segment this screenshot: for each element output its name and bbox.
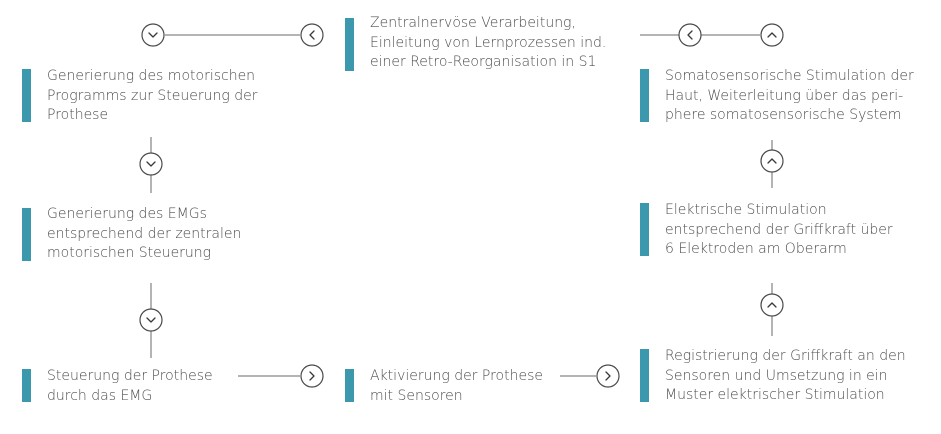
- step-accent-bar: [345, 369, 354, 402]
- chevron-down-icon: [139, 152, 163, 176]
- step-text: Steuerung der Prothese durch das EMG: [47, 368, 213, 404]
- flow-step-prosthesis-control: Steuerung der Prothese durch das EMG: [22, 367, 242, 407]
- chevron-up-icon: [760, 23, 784, 47]
- step-text: Registrierung der Griffkraft an den Sens…: [665, 348, 906, 403]
- chevron-up-icon: [760, 149, 784, 173]
- step-accent-bar: [640, 69, 649, 122]
- chevron-right-icon: [300, 364, 324, 388]
- step-accent-bar: [640, 349, 649, 402]
- flow-step-electrical-stimulation: Elektrische Stimulation entsprechend der…: [640, 201, 930, 261]
- step-accent-bar: [22, 69, 31, 122]
- flow-step-emg-generation: Generierung des EMGs entsprechend der ze…: [22, 205, 282, 265]
- chevron-left-icon: [678, 23, 702, 47]
- step-text: Aktivierung der Prothese mit Sensoren: [370, 368, 544, 404]
- step-accent-bar: [22, 208, 31, 261]
- flow-step-somatosensory-stimulation: Somatosensorische Stimulation der Haut, …: [640, 67, 935, 127]
- flow-step-prosthesis-activation: Aktivierung der Prothese mit Sensoren: [345, 367, 565, 407]
- chevron-up-icon: [760, 293, 784, 317]
- step-text: Zentralnervöse Verarbeitung, Einleitung …: [370, 15, 607, 70]
- chevron-left-icon: [300, 23, 324, 47]
- step-text: Generierung des EMGs entsprechend der ze…: [47, 206, 242, 261]
- chevron-down-icon: [139, 308, 163, 332]
- step-text: Elektrische Stimulation entsprechend der…: [665, 202, 893, 257]
- step-accent-bar: [640, 203, 649, 256]
- flow-step-motor-program: Generierung des motorischen Programms zu…: [22, 67, 282, 127]
- chevron-right-icon: [596, 364, 620, 388]
- chevron-down-icon: [141, 23, 165, 47]
- step-accent-bar: [345, 18, 354, 71]
- step-accent-bar: [22, 369, 31, 402]
- step-text: Generierung des motorischen Programms zu…: [47, 68, 258, 123]
- flow-step-grip-force-registration: Registrierung der Griffkraft an den Sens…: [640, 347, 930, 407]
- flow-step-central-processing: Zentralnervöse Verarbeitung, Einleitung …: [345, 14, 635, 74]
- step-text: Somatosensorische Stimulation der Haut, …: [665, 68, 914, 123]
